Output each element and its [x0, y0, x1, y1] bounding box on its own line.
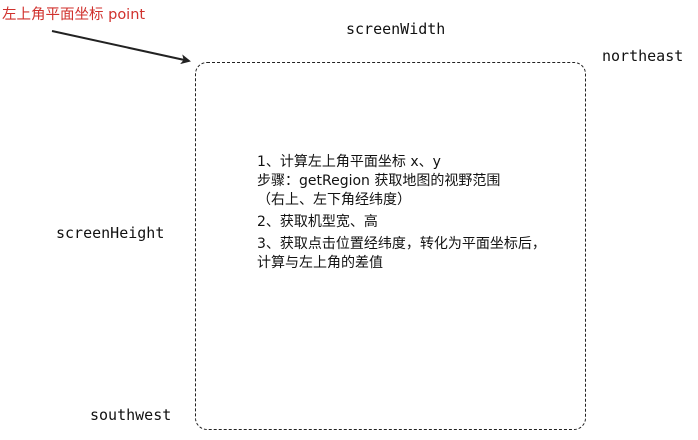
note-step-3-detail: 计算与左上角的差值 — [257, 255, 383, 271]
southwest-label: southwest — [90, 406, 172, 424]
pointer-arrow-line — [51, 30, 191, 65]
note-step-1: 1、计算左上角平面坐标 x、y — [257, 154, 441, 170]
screen-width-label: screenWidth — [346, 20, 446, 38]
top-left-point-label: 左上角平面坐标 point — [2, 7, 146, 23]
calculation-notes: 1、计算左上角平面坐标 x、y 步骤：getRegion 获取地图的视野范围 （… — [257, 153, 546, 273]
note-step-3: 3、获取点击位置经纬度，转化为平面坐标后， — [257, 236, 546, 252]
screen-height-label: screenHeight — [56, 224, 165, 242]
note-step-1-detail-2: （右上、左下角经纬度） — [257, 192, 411, 208]
northeast-label: northeast — [602, 47, 684, 65]
note-step-1-detail: 步骤：getRegion 获取地图的视野范围 — [257, 173, 501, 189]
note-step-2: 2、获取机型宽、高 — [257, 214, 378, 230]
screen-region-box — [195, 62, 586, 430]
